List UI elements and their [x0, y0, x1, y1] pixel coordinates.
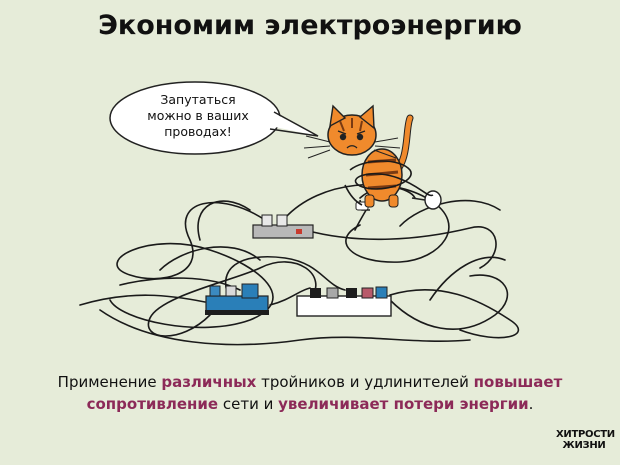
- speech-line: проводах!: [164, 124, 232, 139]
- caption: Применение различных тройников и удлинит…: [10, 371, 610, 415]
- page-title: Экономим электроэнергию: [98, 10, 522, 41]
- tangled-wires: [79, 183, 519, 346]
- logo-line: ЖИЗНИ: [562, 440, 606, 451]
- caption-text: тройников и удлинителей: [256, 373, 474, 391]
- speech-bubble-text: Запутаться можно в ваших проводах!: [128, 92, 268, 140]
- speech-line: можно в ваших: [147, 108, 249, 123]
- cat-illustration: [303, 104, 434, 208]
- speech-bubble: [109, 81, 319, 155]
- caption-highlight: различных: [161, 373, 257, 391]
- brand-logo: ХИТРОСТИ ЖИЗНИ: [556, 429, 615, 451]
- blue-power-strip: [205, 283, 269, 315]
- caption-text: сети и: [218, 395, 279, 413]
- caption-highlight: сопротивление: [86, 395, 219, 413]
- caption-highlight: увеличивает потери энергии: [278, 395, 529, 413]
- caption-highlight: повышает: [473, 373, 563, 391]
- caption-text: .: [528, 395, 534, 413]
- caption-text: Применение: [57, 373, 162, 391]
- gray-power-strip: [252, 214, 314, 239]
- speech-line: Запутаться: [160, 92, 236, 107]
- logo-line: ХИТРОСТИ: [556, 429, 615, 440]
- white-power-strip: [296, 286, 392, 317]
